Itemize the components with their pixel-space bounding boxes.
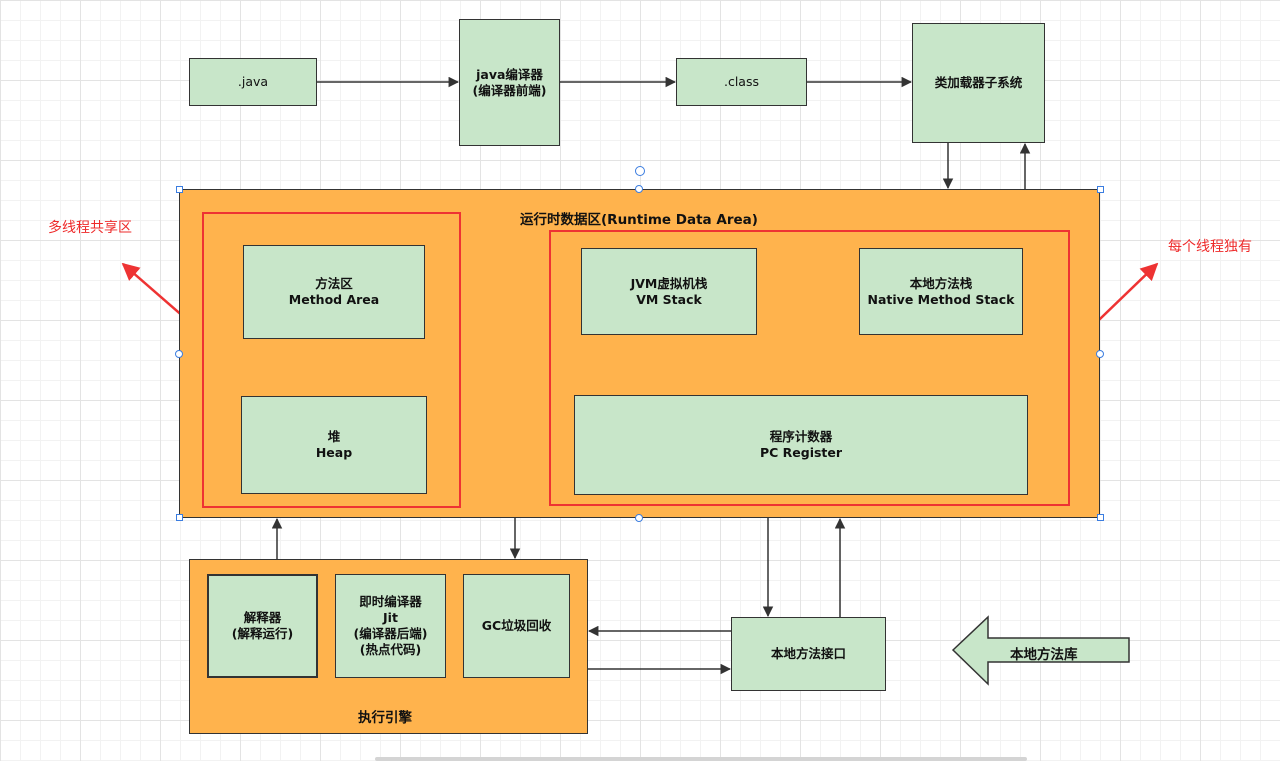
classloader-label: 类加载器子系统 (934, 75, 1023, 90)
per-thread-annotation: 每个线程独有 (1168, 239, 1252, 255)
classloader-node[interactable]: 类加载器子系统 (912, 23, 1045, 143)
selection-handle[interactable] (635, 185, 643, 193)
gc-label: GC垃圾回收 (481, 618, 552, 633)
native-method-stack-label: 本地方法栈 (909, 275, 973, 291)
selection-handle[interactable] (175, 350, 183, 358)
interpreter-node[interactable]: 解释器 (解释运行) (207, 574, 318, 678)
method-area-node[interactable]: 方法区 Method Area (243, 245, 425, 339)
selection-handle[interactable] (176, 514, 183, 521)
selection-handle[interactable] (635, 514, 643, 522)
java-source-label: .java (237, 74, 269, 89)
native-method-stack-node[interactable]: 本地方法栈 Native Method Stack (859, 248, 1023, 335)
interpreter-sublabel: (解释运行) (231, 626, 294, 641)
java-compiler-label: java编译器 (476, 66, 543, 82)
pc-register-sublabel: PC Register (759, 445, 843, 460)
jit-compiler-sublabel: (编译器后端) (353, 626, 428, 641)
heap-node[interactable]: 堆 Heap (241, 396, 427, 494)
java-compiler-node[interactable]: java编译器 (编译器前端) (459, 19, 560, 146)
vm-stack-sublabel: VM Stack (636, 291, 702, 307)
jit-compiler-node[interactable]: 即时编译器 Jit (编译器后端) (热点代码) (335, 574, 446, 678)
jit-compiler-sublabel: Jit (383, 610, 398, 625)
per-thread-area-frame (549, 230, 1070, 506)
shared-area-frame (202, 212, 461, 508)
interpreter-label: 解释器 (243, 610, 282, 625)
heap-label: 堆 (327, 429, 341, 444)
native-interface-label: 本地方法接口 (770, 646, 846, 661)
method-area-sublabel: Method Area (288, 292, 380, 307)
pc-register-node[interactable]: 程序计数器 PC Register (574, 395, 1028, 495)
java-source-node[interactable]: .java (189, 58, 317, 106)
jit-compiler-sublabel: (热点代码) (359, 642, 422, 657)
native-interface-node[interactable]: 本地方法接口 (731, 617, 886, 691)
selection-handle[interactable] (176, 186, 183, 193)
vm-stack-node[interactable]: JVM虚拟机栈 VM Stack (581, 248, 757, 335)
heap-sublabel: Heap (315, 445, 353, 460)
pc-register-label: 程序计数器 (769, 429, 833, 444)
jit-compiler-label: 即时编译器 (359, 594, 422, 609)
selection-handle[interactable] (1097, 186, 1104, 193)
class-file-label: .class (723, 74, 759, 89)
native-method-stack-sublabel: Native Method Stack (867, 291, 1015, 307)
rotate-handle[interactable] (635, 166, 645, 176)
class-file-node[interactable]: .class (676, 58, 807, 106)
selection-handle[interactable] (1096, 350, 1104, 358)
runtime-data-area-title: 运行时数据区(Runtime Data Area) (520, 212, 758, 228)
horizontal-scrollbar[interactable] (375, 757, 1027, 761)
native-library-label: 本地方法库 (1010, 647, 1078, 663)
shared-area-annotation: 多线程共享区 (48, 220, 132, 236)
vm-stack-label: JVM虚拟机栈 (630, 275, 708, 291)
gc-node[interactable]: GC垃圾回收 (463, 574, 570, 678)
java-compiler-sublabel: (编译器前端) (472, 82, 547, 98)
method-area-label: 方法区 (315, 276, 353, 291)
execution-engine-title: 执行引擎 (358, 710, 412, 726)
selection-handle[interactable] (1097, 514, 1104, 521)
